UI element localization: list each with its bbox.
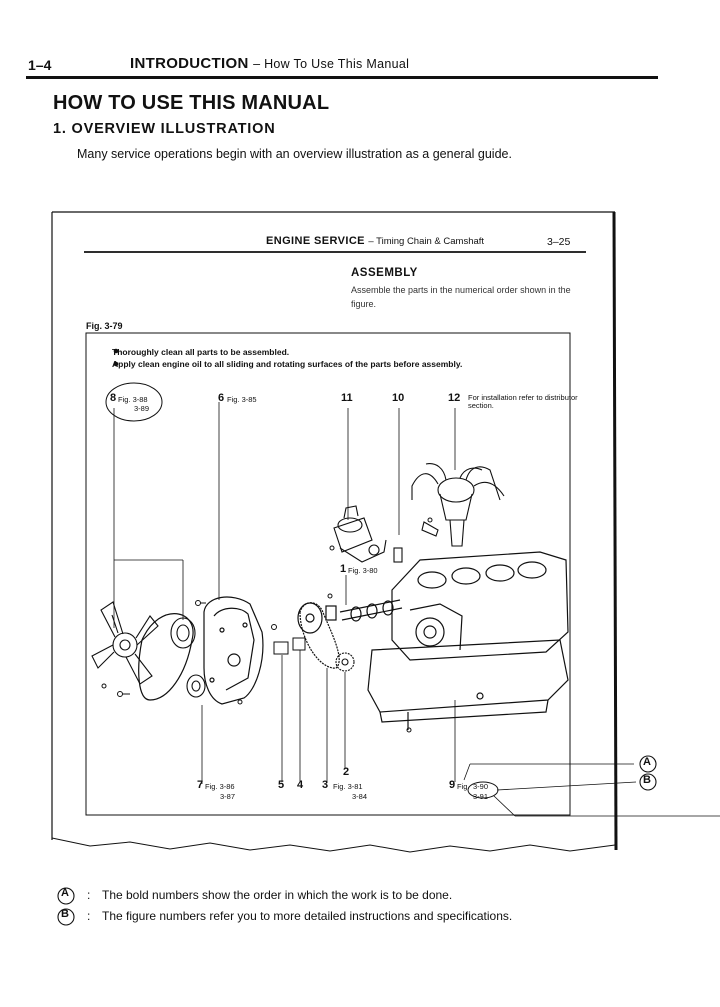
fan-drawing [91,601,159,685]
timing-chain-drawing [297,602,340,669]
bullet-item: Thoroughly clean all parts to be assembl… [112,347,290,357]
section-title: INTRODUCTION [130,55,249,72]
bullet-dot-1 [113,348,119,354]
part-5 [273,641,289,655]
marker-b-letter: B [643,774,651,786]
assembly-text: Assemble the parts in the numerical orde… [351,285,571,309]
fig-ref-1: Fig. 3-80 [348,566,378,575]
legend-text-a: The bold numbers show the order in which… [102,888,453,902]
legend-mark-b: B [61,908,69,920]
callout-5: 5 [278,779,285,791]
section-header: INTRODUCTION – How To Use This Manual [130,55,409,72]
fig-ref-9b: 3-91 [473,792,489,801]
marker-a-letter: A [643,756,651,768]
page-title: HOW TO USE THIS MANUAL [53,92,330,114]
callout-12: 12 [448,392,461,404]
figure-label: Fig. 3-79 [86,321,123,331]
subsection-title: 1. OVERVIEW ILLUSTRATION [53,121,276,137]
callout-1: 1 [340,563,347,575]
sample-page-right-edge [612,211,618,851]
camshaft-drawing [325,599,403,622]
callout-4: 4 [297,779,304,791]
legend-circle-a [57,887,75,905]
callout-9: 9 [449,779,456,791]
belt-drawing [138,613,194,701]
assembly-title: ASSEMBLY [351,267,418,279]
pulley-drawing [170,617,206,698]
fig-ref-8b: 3-89 [134,404,150,413]
sample-page-header: ENGINE SERVICE – Timing Chain & Camshaft [266,235,484,247]
bullet-dot-2 [113,361,119,367]
distributor-drawing [411,463,505,547]
legend-circle-b [57,908,75,926]
bolts-drawing [101,517,433,733]
fig-ref-7a: Fig. 3-86 [205,782,235,791]
callout-3: 3 [322,779,329,791]
callout-10: 10 [392,392,405,404]
fig-ref-3b: 3-84 [352,792,368,801]
engine-block-drawing [367,551,569,730]
callout-6: 6 [218,392,225,404]
callout-2: 2 [343,766,350,778]
callout-11: 11 [341,392,353,404]
fig-ref-circle-8 [105,382,163,422]
bullet-item: Apply clean engine oil to all sliding an… [112,359,463,369]
part-4 [292,637,306,651]
sample-page-number: 3–25 [547,236,571,248]
callout-8: 8 [110,392,117,404]
fig-ref-7b: 3-87 [220,792,236,801]
callout-7: 7 [197,779,204,791]
section-subtitle: – How To Use This Manual [253,57,410,71]
legend-mark-a: A [61,887,69,899]
fig-ref-9-prefix: Fig. [457,782,470,791]
marker-circle-a [639,755,657,773]
crank-sprocket-drawing [335,652,355,672]
callout-12-note: For installation refer to distributor se… [468,393,578,410]
fig-ref-8a: Fig. 3-88 [118,395,148,404]
header-rule [26,76,658,79]
sample-page-torn-edge [51,837,616,853]
marker-circle-b [639,773,657,791]
fig-ref-9a: 3-90 [473,782,489,791]
sample-header-title: ENGINE SERVICE [266,235,365,247]
timing-cover-drawing [203,596,264,705]
fig-ref-3a: Fig. 3-81 [333,782,363,791]
legend-text-b: The figure numbers refer you to more det… [102,909,513,923]
legend-colon-b: : [87,909,91,923]
figure-frame [85,332,571,816]
lead-paragraph: Many service operations begin with an ov… [77,147,512,161]
legend-colon-a: : [87,888,91,902]
fuel-pump-drawing [333,505,403,563]
page-number: 1–4 [28,57,52,73]
sample-header-subtitle: – Timing Chain & Camshaft [368,236,485,247]
fig-ref-6: Fig. 3-85 [227,395,257,404]
